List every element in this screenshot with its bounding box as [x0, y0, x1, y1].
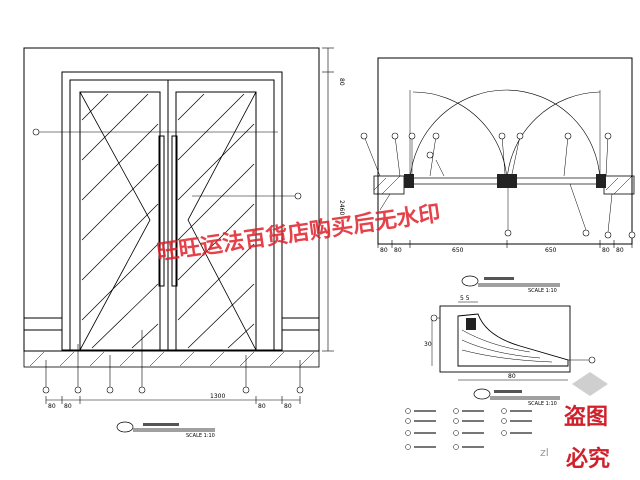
frame-detail [431, 301, 590, 381]
dim-bottom-right-2: 80 [284, 403, 292, 410]
detail-scale: SCALE 1:10 [528, 401, 557, 407]
plan-leaf-left [409, 177, 506, 185]
floor-slab [23, 350, 320, 368]
plan-leaf-right [508, 177, 601, 185]
elevation-callouts [32, 128, 304, 394]
plan-dim-center-right: 650 [545, 247, 557, 254]
material-legend [405, 408, 532, 450]
dim-bottom-total: 1300 [210, 393, 225, 400]
door-leaf-right [175, 91, 257, 351]
plan-scale: SCALE 1:10 [528, 288, 557, 294]
door-elevation [23, 47, 334, 404]
plan-dim-side-1: 80 [380, 247, 388, 254]
glass-hatch-right [177, 93, 255, 349]
door-frame-inner [69, 79, 275, 351]
dim-bottom-right-1: 80 [258, 403, 266, 410]
door-leaf-left [79, 91, 161, 351]
swing-arc-right-2 [506, 89, 601, 181]
dim-height-main: 2460 [338, 200, 345, 215]
plan-dim-side-2: 80 [394, 247, 402, 254]
plan-dim-center-left: 650 [452, 247, 464, 254]
elevation-title-block [116, 421, 215, 433]
plan-center-post [497, 174, 517, 188]
door-handle-left [158, 135, 165, 287]
dim-height-top: 80 [338, 78, 345, 86]
detail-title-block [473, 388, 560, 400]
swing-arc-left-2 [412, 91, 508, 181]
plan-dim-side-3: 80 [602, 247, 610, 254]
plan-dim-side-4: 80 [616, 247, 624, 254]
detail-callouts [430, 314, 596, 364]
detail-dim-top: 5 5 [460, 295, 470, 302]
detail-outline [439, 305, 571, 373]
detail-dim-bottom: 80 [508, 373, 516, 380]
swing-line-left [79, 91, 151, 351]
detail-profile [457, 313, 569, 367]
watermark-main: 旺旺运法百货店购买后无水印 [155, 200, 442, 266]
bottom-leaders [45, 330, 301, 390]
dim-bottom-left-2: 80 [64, 403, 72, 410]
dim-bottom-left-1: 80 [48, 403, 56, 410]
plan-callouts [360, 132, 636, 239]
watermark-logo-icon [572, 372, 608, 396]
swing-arc-left-1 [409, 89, 508, 181]
watermark-corner: zl [540, 446, 549, 459]
watermark-stamp-line2: 必究 [566, 446, 610, 472]
floor-hatch [29, 351, 315, 367]
watermark-stamp-line1: 盗图 [564, 404, 608, 430]
detail-dim-side: 30 [424, 341, 432, 348]
glass-hatch-left [81, 93, 159, 349]
door-handle-right [171, 135, 178, 287]
swing-arc-right-1 [506, 91, 601, 181]
swing-line-right [187, 91, 257, 351]
elevation-scale: SCALE 1:10 [186, 433, 215, 439]
plan-title-block [461, 275, 560, 287]
